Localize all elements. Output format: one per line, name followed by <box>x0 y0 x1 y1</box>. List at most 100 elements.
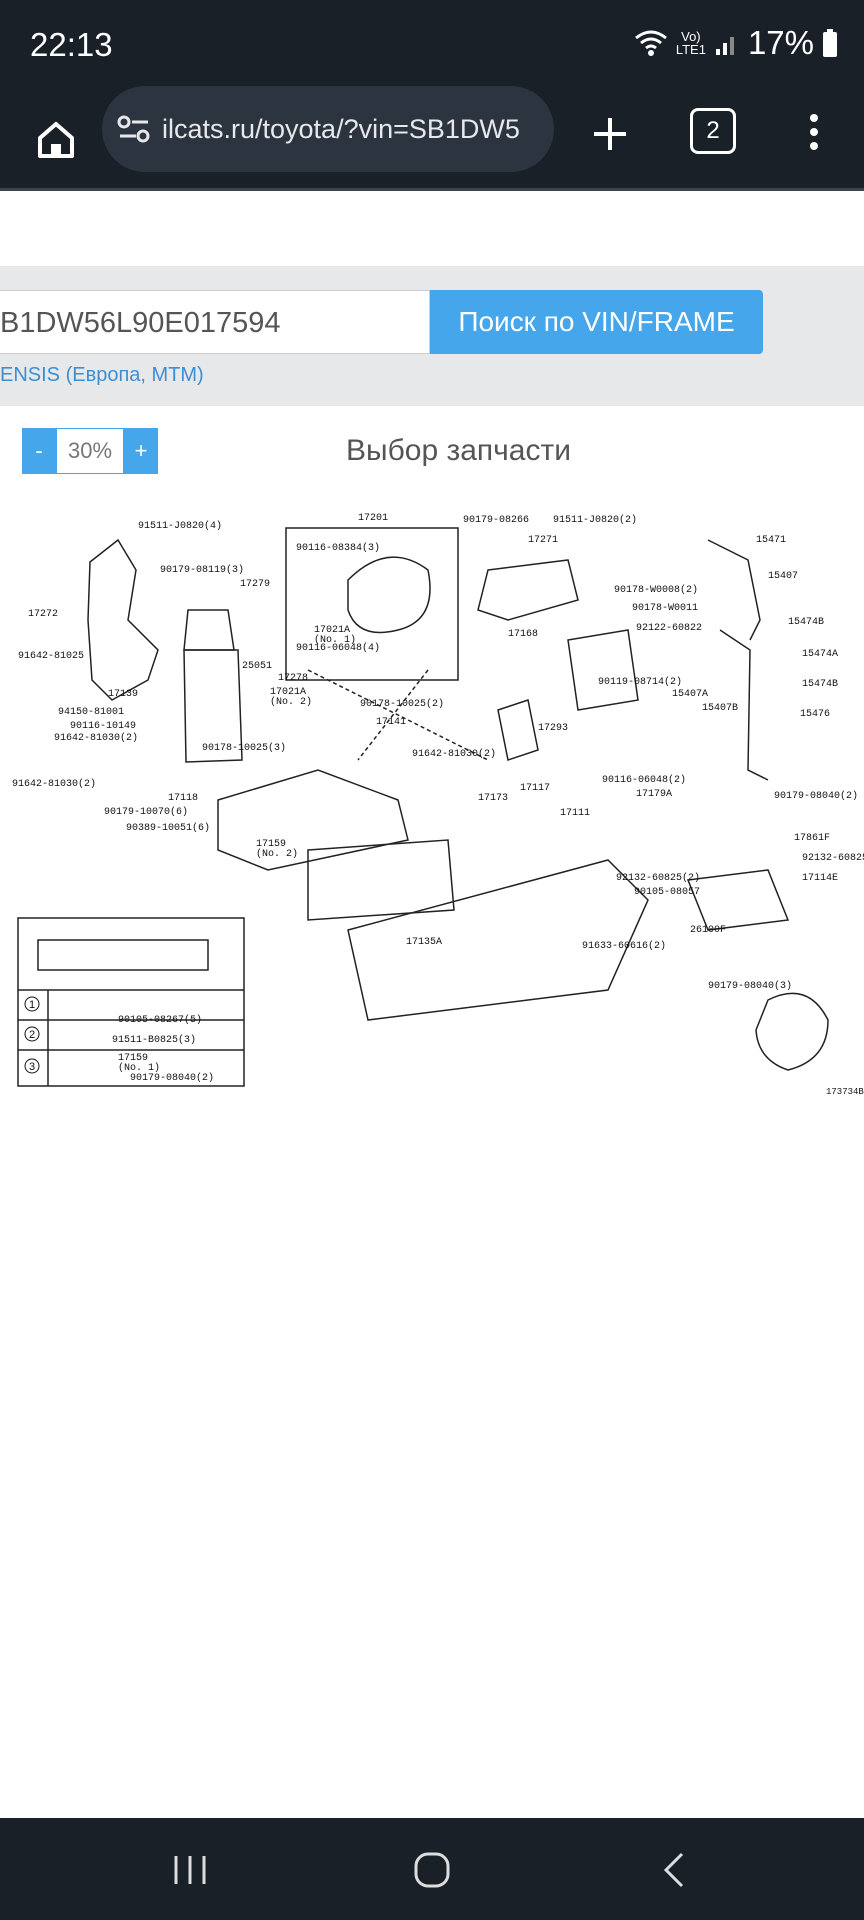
part-label[interactable]: 17111 <box>560 808 590 819</box>
part-label[interactable]: 91511-J0820(4) <box>138 520 222 532</box>
recent-apps-icon[interactable] <box>170 1850 210 1890</box>
legend-marker <box>24 996 40 1012</box>
part-label[interactable]: 17021A <box>314 625 350 636</box>
part-label[interactable]: 91642-81030(2) <box>54 732 138 744</box>
part-label[interactable]: 15407B <box>702 703 738 714</box>
part-label[interactable]: 92132-60825(2) <box>616 872 700 884</box>
part-label[interactable]: 90119-08714(2) <box>598 676 682 688</box>
network-type: Vo) LTE1 <box>675 29 706 57</box>
zoom-level: 30% <box>56 428 124 474</box>
system-nav-bar <box>0 1818 864 1920</box>
part-label[interactable]: 17293 <box>538 723 568 734</box>
exhaust-manifold-shape <box>217 769 409 871</box>
part-label[interactable]: 17118 <box>168 793 198 804</box>
part-label[interactable]: 90105-08267(5) <box>118 1014 202 1026</box>
legend-marker <box>24 1058 40 1074</box>
part-label[interactable]: 15474A <box>802 649 838 660</box>
part-label[interactable]: 17279 <box>240 579 270 590</box>
part-label[interactable]: 90116-06048(2) <box>602 774 686 786</box>
home-nav-icon[interactable] <box>412 1850 452 1890</box>
part-label[interactable]: 90179-08119(3) <box>160 564 244 576</box>
part-label[interactable]: 90178-W0011 <box>632 603 698 614</box>
part-label[interactable]: 17139 <box>108 689 138 700</box>
part-label[interactable]: 26100F <box>690 925 726 936</box>
part-label[interactable]: 91642-81030(2) <box>412 748 496 760</box>
part-label[interactable]: 17114E <box>802 873 838 884</box>
part-label[interactable]: (No. 2) <box>256 848 298 860</box>
back-icon[interactable] <box>654 1850 694 1890</box>
part-label[interactable]: 94150-81001 <box>58 707 124 718</box>
part-label[interactable]: 90389-10051(6) <box>126 822 210 834</box>
part-label[interactable]: 90178-10025(3) <box>202 742 286 754</box>
figure-id: 173734B <box>826 1087 864 1097</box>
part-label[interactable]: 90179-08040(2) <box>130 1072 214 1084</box>
zoom-in-button[interactable]: + <box>124 428 158 474</box>
part-label[interactable]: 17141 <box>376 717 406 728</box>
status-bar: 22:13 Vo) LTE1 17% <box>0 0 864 94</box>
tabs-button[interactable]: 2 <box>690 108 736 154</box>
part-label[interactable]: 90116-08384(3) <box>296 542 380 554</box>
part-label[interactable]: 90179-08266 <box>463 515 529 526</box>
part-label[interactable]: 17201 <box>358 513 388 524</box>
part-label[interactable]: 90105-08057 <box>634 887 700 898</box>
part-label[interactable]: 17117 <box>520 783 550 794</box>
part-label[interactable]: 17159 <box>118 1053 148 1064</box>
part-label[interactable]: 17179A <box>636 789 672 800</box>
zoom-control: - 30% + <box>22 428 158 474</box>
part-label[interactable]: (No. 1) <box>314 634 356 646</box>
part-label[interactable]: 92132-60825(2) <box>802 852 864 864</box>
part-label[interactable]: 17173 <box>478 793 508 804</box>
vin-search-button[interactable]: Поиск по VIN/FRAME <box>430 290 763 354</box>
part-label[interactable]: 15476 <box>800 709 830 720</box>
status-icons: Vo) LTE1 17% <box>634 24 838 62</box>
part-label[interactable]: 17168 <box>508 629 538 640</box>
new-tab-button[interactable] <box>582 104 638 164</box>
part-label[interactable]: 15474B <box>802 679 838 690</box>
parts-diagram[interactable]: 91511-J0820(4) 17201 90179-08266 91511-J082… <box>8 500 864 1100</box>
part-label[interactable]: 15407A <box>672 689 708 700</box>
site-settings-icon[interactable] <box>116 114 152 144</box>
home-button[interactable] <box>28 110 84 170</box>
address-bar[interactable]: ilcats.ru/toyota/?vin=SB1DW5 <box>102 86 554 172</box>
part-label[interactable]: 17021A <box>270 687 306 698</box>
browser-toolbar: ilcats.ru/toyota/?vin=SB1DW5 2 <box>0 86 864 190</box>
vin-input[interactable]: B1DW56L90E017594 <box>0 290 430 354</box>
model-link[interactable]: ENSIS (Европа, MTM) <box>0 364 204 386</box>
part-label[interactable]: 17272 <box>28 609 58 620</box>
legend-number: 3 <box>29 1061 35 1073</box>
part-label[interactable]: 90116-06048(4) <box>296 642 380 654</box>
legend-number: 1 <box>29 999 35 1011</box>
part-label[interactable]: 91642-81030(2) <box>12 778 96 790</box>
part-label[interactable]: 15471 <box>756 535 786 546</box>
part-label[interactable]: 15407 <box>768 571 798 582</box>
part-label[interactable]: 90178-10025(2) <box>360 698 444 710</box>
url-text[interactable]: ilcats.ru/toyota/?vin=SB1DW5 <box>162 113 520 144</box>
part-label[interactable]: 90116-10149 <box>70 721 136 732</box>
part-label[interactable]: 90179-10070(6) <box>104 806 188 818</box>
part-label[interactable]: (No. 1) <box>118 1062 160 1074</box>
part-label[interactable]: 90178-W0008(2) <box>614 584 698 596</box>
part-label[interactable]: 90179-08040(3) <box>708 980 792 992</box>
part-label[interactable]: 17861F <box>794 833 830 844</box>
part-label[interactable]: 90179-08040(2) <box>774 790 858 802</box>
wifi-icon <box>634 30 667 56</box>
part-label[interactable]: 17159 <box>256 839 286 850</box>
signal-icon <box>715 37 734 55</box>
part-label[interactable]: 92122-60822 <box>636 623 702 634</box>
part-label[interactable]: 91633-60616(2) <box>582 940 666 952</box>
part-label[interactable]: 17135A <box>406 937 442 948</box>
part-label[interactable]: 17271 <box>528 535 558 546</box>
part-label[interactable]: 91511-J0820(2) <box>553 514 637 526</box>
legend-number: 2 <box>29 1029 35 1041</box>
intake-manifold-shape <box>347 859 649 1021</box>
turbo-box <box>285 527 459 681</box>
battery-percent: 17% <box>747 24 814 61</box>
part-label[interactable]: (No. 2) <box>270 696 312 708</box>
menu-button[interactable] <box>796 106 832 158</box>
part-label[interactable]: 91642-81025 <box>18 651 84 662</box>
part-label[interactable]: 15474B <box>788 617 824 628</box>
part-label[interactable]: 17278 <box>278 673 308 684</box>
part-label[interactable]: 25051 <box>242 661 272 672</box>
zoom-out-button[interactable]: - <box>22 428 56 474</box>
part-label[interactable]: 91511-B0825(3) <box>112 1034 196 1046</box>
